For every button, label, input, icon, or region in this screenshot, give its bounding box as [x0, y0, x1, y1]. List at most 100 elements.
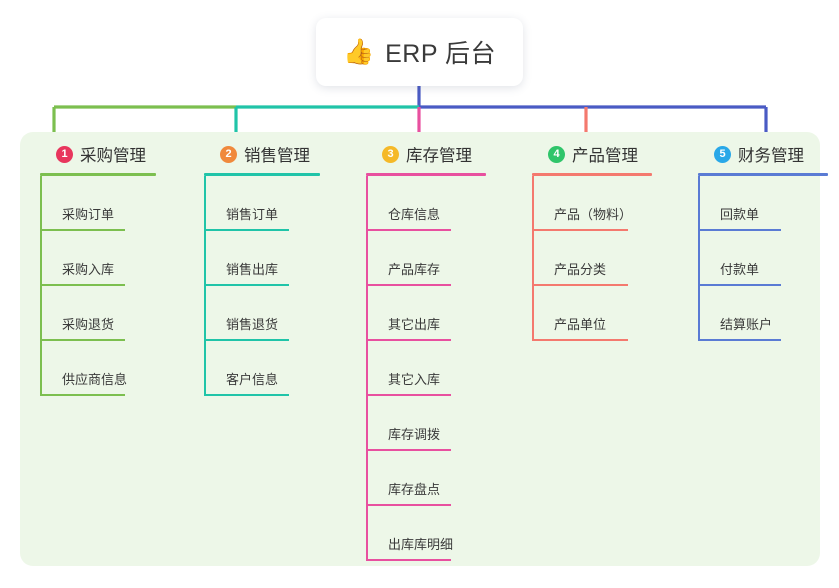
branch-header-5[interactable]: 5 财务管理 — [692, 132, 828, 176]
branch-item[interactable]: 销售退货 — [198, 286, 310, 341]
branch-item[interactable]: 供应商信息 — [34, 341, 146, 396]
branch-items-2: 销售订单销售出库销售退货客户信息 — [198, 176, 310, 396]
branch-item-underline — [698, 284, 781, 286]
branch-item-underline — [366, 229, 451, 231]
branch-item-label: 销售订单 — [226, 207, 279, 222]
branch-item-label: 产品（物料） — [554, 207, 633, 222]
branch-header-1[interactable]: 1 采购管理 — [34, 132, 156, 176]
branch-spine-5 — [698, 176, 700, 341]
branch-column-5: 5 财务管理回款单付款单结算账户 — [692, 132, 828, 341]
branch-item-label: 采购退货 — [62, 317, 115, 332]
branch-item-label: 出库库明细 — [388, 537, 454, 552]
branch-underline-5 — [698, 173, 828, 176]
branch-item-underline — [40, 339, 125, 341]
branch-item[interactable]: 销售订单 — [198, 176, 310, 231]
branch-items-4: 产品（物料） 产品分类产品单位 — [526, 176, 638, 341]
branch-header-3[interactable]: 3 库存管理 — [360, 132, 486, 176]
branch-underline-4 — [532, 173, 652, 176]
branch-item-underline — [204, 339, 289, 341]
branch-badge-3: 3 — [382, 145, 399, 163]
branch-underline-3 — [366, 173, 486, 176]
branch-item-label: 产品单位 — [554, 317, 607, 332]
branch-badge-2: 2 — [220, 145, 237, 163]
branch-item[interactable]: 采购订单 — [34, 176, 146, 231]
branch-item-label: 销售出库 — [226, 262, 279, 277]
branch-underline-1 — [40, 173, 156, 176]
branch-item-underline — [532, 229, 628, 231]
branch-item-underline — [366, 394, 451, 396]
root-node[interactable]: 👍 ERP 后台 — [316, 18, 523, 86]
branch-column-1: 1 采购管理采购订单采购入库采购退货供应商信息 — [34, 132, 156, 396]
branch-item[interactable]: 产品库存 — [360, 231, 472, 286]
branch-item-label: 库存调拨 — [388, 427, 441, 442]
branch-item-label: 仓库信息 — [388, 207, 441, 222]
branch-item-label: 其它入库 — [388, 372, 441, 387]
branch-columns: 1 采购管理采购订单采购入库采购退货供应商信息 2 销售管理销售订单销售出库销售退货客… — [20, 132, 828, 566]
branch-spine-2 — [204, 176, 206, 396]
branch-item[interactable]: 产品（物料） — [526, 176, 638, 231]
branch-item[interactable]: 产品单位 — [526, 286, 638, 341]
branch-column-3: 3 库存管理仓库信息产品库存其它出库其它入库库存调拨库存盘点出库库明细 — [360, 132, 486, 561]
branch-title-2: 销售管理 — [244, 147, 310, 165]
branch-item[interactable]: 结算账户 — [692, 286, 804, 341]
branch-column-4: 4 产品管理产品（物料） 产品分类产品单位 — [526, 132, 652, 341]
branch-items-3: 仓库信息产品库存其它出库其它入库库存调拨库存盘点出库库明细 — [360, 176, 472, 561]
branch-spine-3 — [366, 176, 368, 561]
branch-item-label: 回款单 — [720, 207, 760, 222]
branch-item[interactable]: 库存调拨 — [360, 396, 472, 451]
branch-item-label: 库存盘点 — [388, 482, 441, 497]
branch-item-label: 客户信息 — [226, 372, 279, 387]
branch-item[interactable]: 付款单 — [692, 231, 804, 286]
branch-title-5: 财务管理 — [738, 147, 804, 165]
branch-badge-4: 4 — [548, 145, 565, 163]
thumbs-up-icon: 👍 — [342, 37, 375, 66]
branch-item-label: 付款单 — [720, 262, 760, 277]
branch-column-2: 2 销售管理销售订单销售出库销售退货客户信息 — [198, 132, 320, 396]
branch-item[interactable]: 其它出库 — [360, 286, 472, 341]
branch-title-1: 采购管理 — [80, 147, 146, 165]
branch-item-underline — [40, 229, 125, 231]
branch-item-label: 销售退货 — [226, 317, 279, 332]
branch-item-label: 产品分类 — [554, 262, 607, 277]
branch-item[interactable]: 出库库明细 — [360, 506, 472, 561]
branch-title-3: 库存管理 — [406, 147, 472, 165]
branch-item-label: 其它出库 — [388, 317, 441, 332]
branch-item-underline — [532, 339, 628, 341]
branch-item-label: 产品库存 — [388, 262, 441, 277]
branch-item-underline — [204, 229, 289, 231]
branch-item-label: 采购入库 — [62, 262, 115, 277]
branch-item-underline — [40, 284, 125, 286]
branch-item-underline — [366, 559, 451, 561]
branch-badge-5: 5 — [714, 145, 731, 163]
branch-badge-1: 1 — [56, 145, 73, 163]
branch-item[interactable]: 采购退货 — [34, 286, 146, 341]
branch-header-4[interactable]: 4 产品管理 — [526, 132, 652, 176]
branch-item[interactable]: 产品分类 — [526, 231, 638, 286]
branch-item-underline — [366, 339, 451, 341]
branch-items-1: 采购订单采购入库采购退货供应商信息 — [34, 176, 146, 396]
branch-item-underline — [204, 394, 289, 396]
branch-item[interactable]: 库存盘点 — [360, 451, 472, 506]
branch-underline-2 — [204, 173, 320, 176]
branch-item[interactable]: 客户信息 — [198, 341, 310, 396]
branch-header-2[interactable]: 2 销售管理 — [198, 132, 320, 176]
branch-items-5: 回款单付款单结算账户 — [692, 176, 804, 341]
branch-spine-4 — [532, 176, 534, 341]
branch-item[interactable]: 采购入库 — [34, 231, 146, 286]
branch-item-label: 采购订单 — [62, 207, 115, 222]
branch-spine-1 — [40, 176, 42, 396]
branch-item[interactable]: 仓库信息 — [360, 176, 472, 231]
branch-item-underline — [204, 284, 289, 286]
branch-item-underline — [698, 229, 781, 231]
branch-item-underline — [40, 394, 125, 396]
branch-item-underline — [366, 284, 451, 286]
branch-item-underline — [366, 504, 451, 506]
branch-title-4: 产品管理 — [572, 147, 638, 165]
branch-item[interactable]: 销售出库 — [198, 231, 310, 286]
branch-item-underline — [532, 284, 628, 286]
branch-item[interactable]: 回款单 — [692, 176, 804, 231]
branches-panel — [20, 132, 820, 566]
root-title: ERP 后台 — [385, 40, 497, 68]
branch-item-underline — [698, 339, 781, 341]
branch-item[interactable]: 其它入库 — [360, 341, 472, 396]
